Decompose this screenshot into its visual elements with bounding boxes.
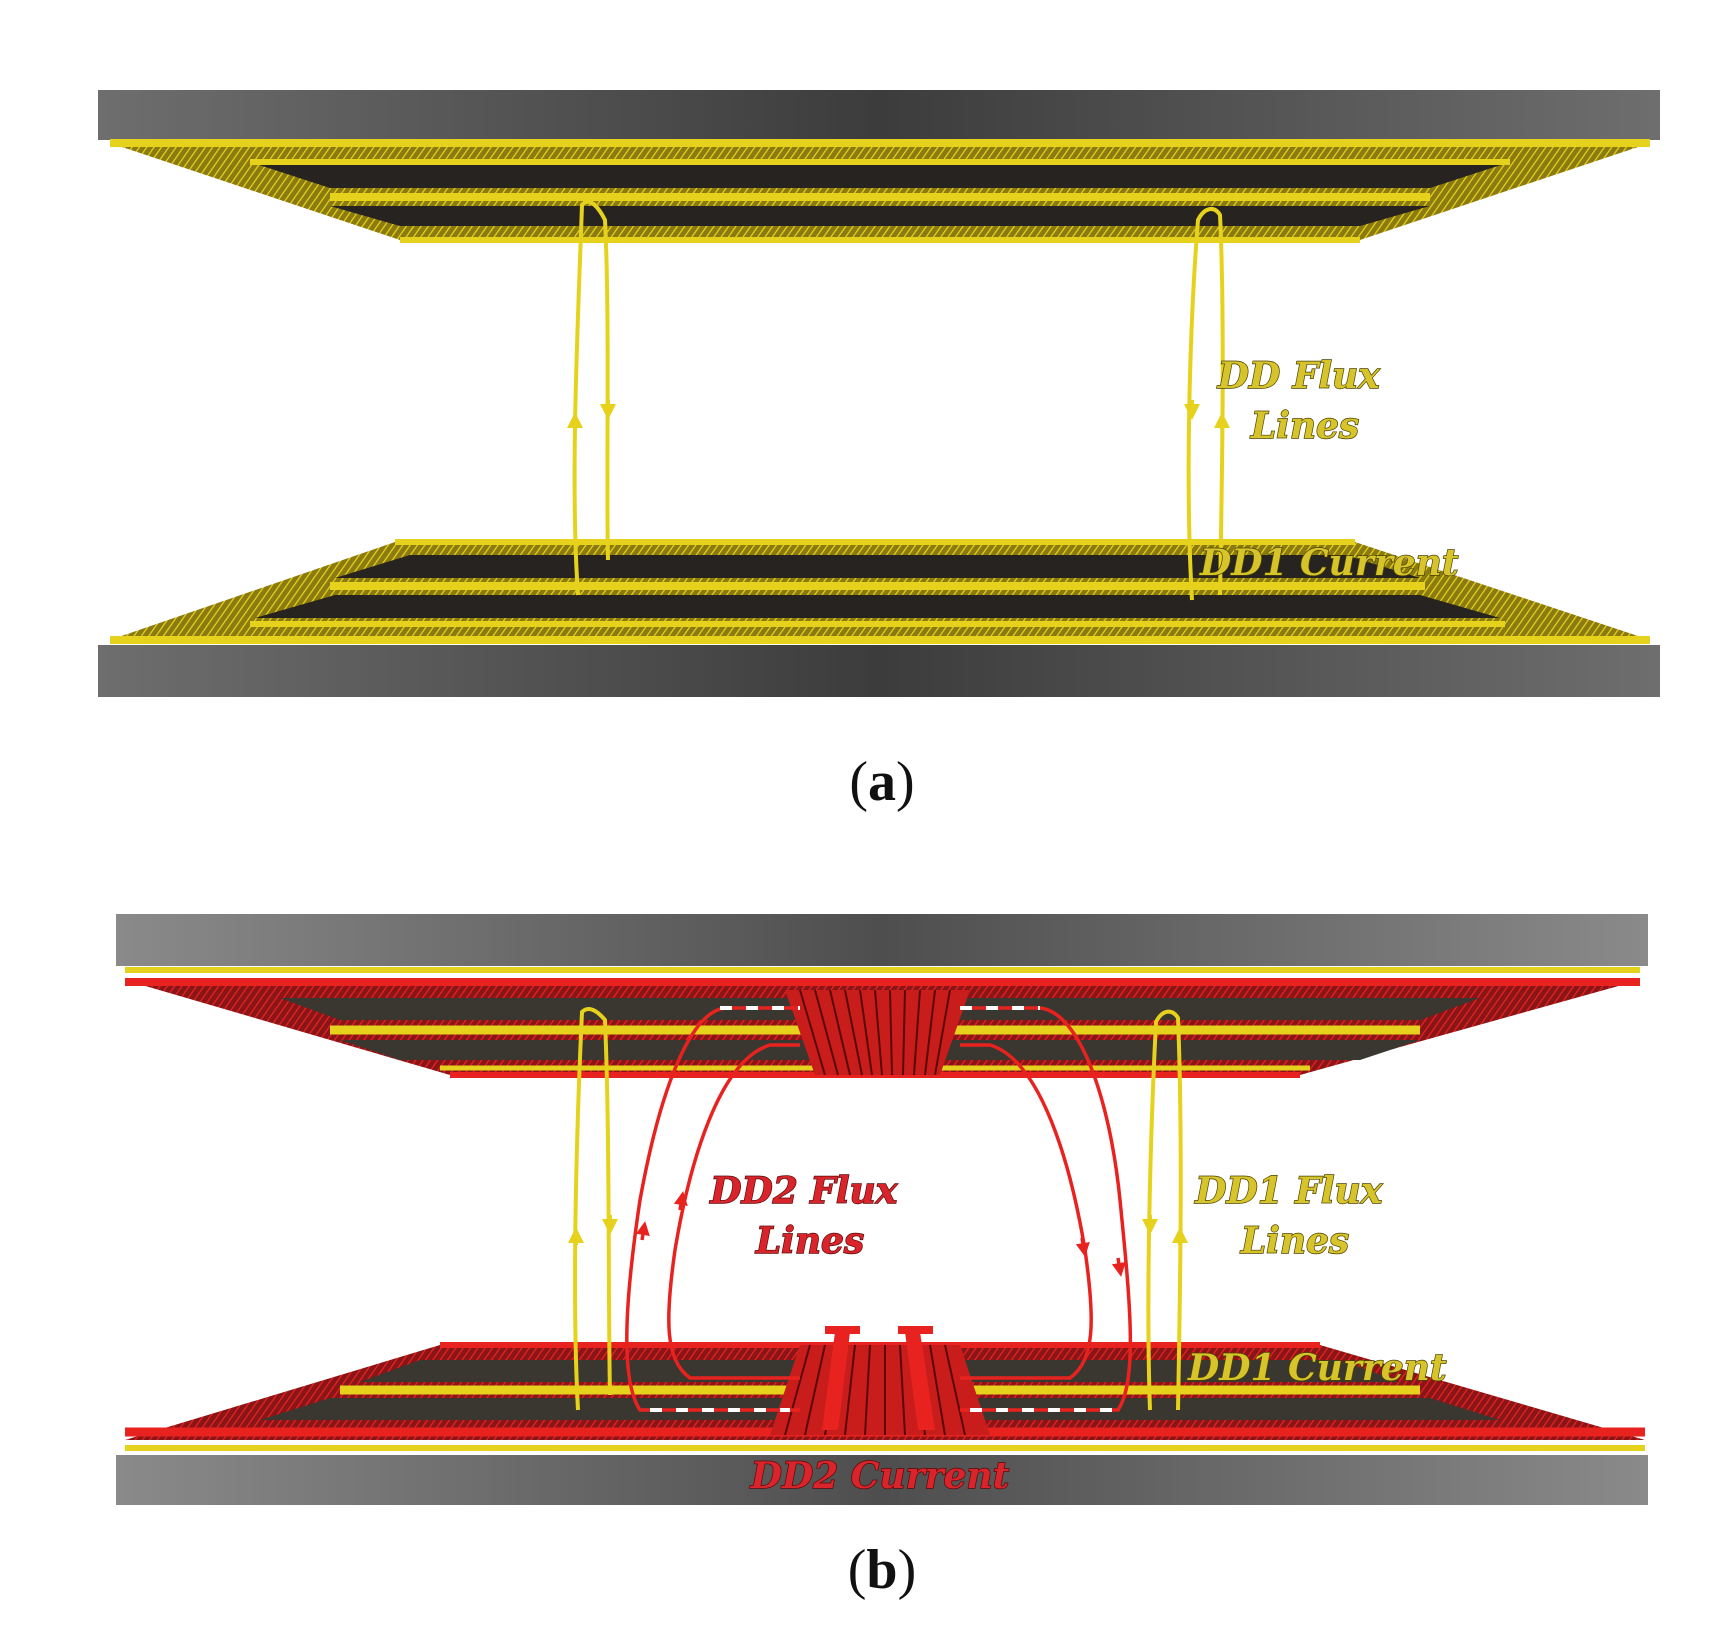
panel-b: DD2 Flux Lines DD1 Flux Lines DD1 Curren…	[116, 914, 1648, 1601]
dd2-flux-label: DD2 Flux Lines	[709, 1170, 909, 1262]
dd1-flux-label-line1: DD1 Flux	[1194, 1170, 1382, 1212]
dd2-current-label: DD2 Current	[750, 1455, 1010, 1497]
dd-flux-lines	[567, 199, 1230, 601]
dd1-flux-label: DD1 Flux Lines	[1194, 1170, 1394, 1262]
dd-flux-label-line1: DD Flux	[1217, 355, 1380, 397]
bottom-ferrite-plate-b	[116, 1455, 1648, 1505]
dd1-current-label-a: DD1 Current	[1199, 542, 1459, 584]
dd2-flux-label-line2: Lines	[755, 1220, 864, 1262]
caption-b: (b)	[848, 1539, 916, 1601]
bottom-ferrite-plate	[98, 645, 1660, 697]
dd1-current-label-b: DD1 Current	[1187, 1347, 1447, 1389]
caption-b-letter: b	[866, 1539, 897, 1601]
dd1-flux-lines-b	[568, 1007, 1188, 1411]
bottom-dd1-coil	[110, 539, 1650, 644]
top-dd1-coil	[110, 139, 1650, 243]
caption-a-letter: a	[868, 751, 896, 813]
bottom-coil-stack-b	[125, 1326, 1645, 1451]
top-ferrite-plate	[98, 90, 1660, 140]
dd2-flux-label-line1: DD2 Flux	[709, 1170, 897, 1212]
dd2-flux-lines-b	[625, 1006, 1133, 1412]
dd-flux-label: DD Flux Lines	[1217, 355, 1392, 447]
panel-a: DD Flux Lines DD1 Current (a)	[98, 90, 1660, 813]
dd1-flux-label-line2: Lines	[1240, 1220, 1349, 1262]
top-coil-stack-b	[125, 967, 1640, 1078]
caption-a: (a)	[849, 751, 914, 813]
top-ferrite-plate-b	[116, 914, 1648, 966]
dd-flux-label-line2: Lines	[1250, 405, 1359, 447]
